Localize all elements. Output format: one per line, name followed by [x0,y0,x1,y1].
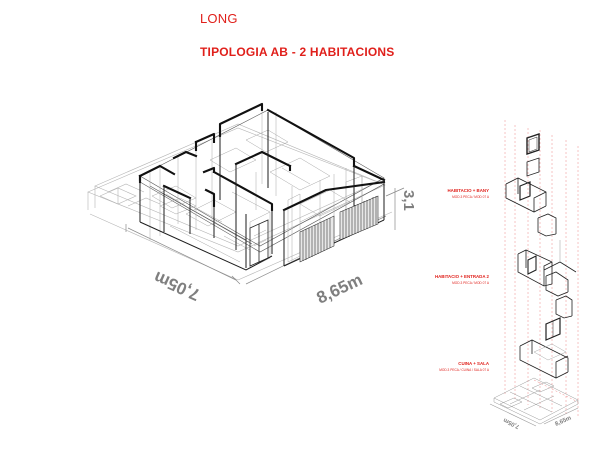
module-1-block [505,133,557,237]
alignment-guides [504,120,579,418]
wall-outlines [138,102,386,212]
drawing-title: TIPOLOGIA AB - 2 HABITACIONS [200,45,395,59]
module-3-label: CUINA + SALA [458,361,490,366]
module-1-label: HABITACIO + BANY [447,188,489,193]
exploded-modules: 8,65m 7,05m [489,120,579,429]
balcony-railing-left [299,215,335,263]
module-2-label: HABITACIO + ENTRADA 2 [435,274,490,279]
module-2-sub: MOD.3 PECA / MOD 07 A [452,281,490,285]
interior-detailing [149,108,363,269]
module-2-block [517,240,577,319]
project-name: LONG [200,11,238,26]
module-labels: HABITACIO + BANY MOD.3 PECA / MOD 07 A H… [435,188,490,372]
dimension-width: 8,65m [314,270,366,308]
module-1-sub: MOD.3 PECA / MOD 07 A [452,195,490,199]
module-plan-width: 8,65m [554,415,572,427]
module-floor-plan [489,377,579,427]
ghost-frame [87,123,393,281]
balcony-railing-right [339,195,379,241]
dimension-height: 3,1 [400,190,417,211]
front-window [249,219,269,267]
module-3-sub: MOD.3 PECA / CUINA / SALA 07 A [439,368,490,372]
dimension-depth: 7,05m [151,268,203,305]
apartment-axonometric [87,102,405,285]
module-plan-depth: 7,05m [503,416,521,429]
module-3-block [519,317,569,379]
